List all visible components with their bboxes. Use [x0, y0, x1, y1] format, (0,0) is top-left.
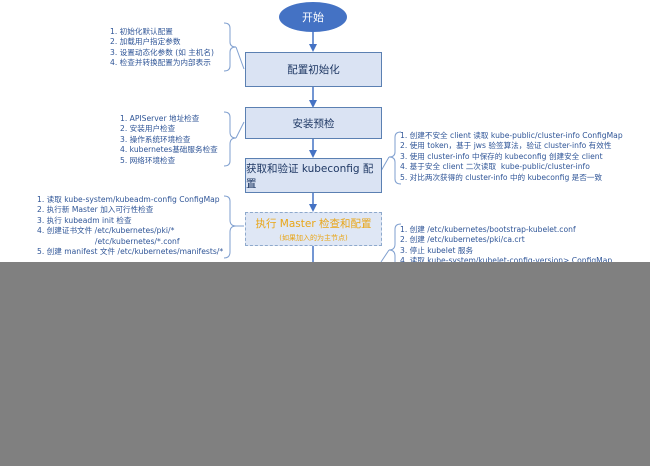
- note-line: 3. 停止 kubelet 服务: [400, 245, 474, 255]
- note-line: 1. 初始化默认配置: [110, 27, 173, 36]
- step-kubeconfig: 获取和验证 kubeconfig 配置: [245, 158, 382, 193]
- note-master: 1. 读取 kube-system/kubeadm-config ConfigM…: [37, 195, 223, 257]
- connector-kubeconfig: [380, 156, 390, 172]
- note-line: 1. 读取 kube-system/kubeadm-config ConfigM…: [37, 195, 220, 204]
- note-line: /etc/kubernetes/*.conf: [37, 236, 180, 246]
- brace-kubelet: [388, 223, 402, 270]
- note-line: 2. 执行新 Master 加入可行性检查: [37, 205, 154, 215]
- note-line: 4. 检查并转换配置为内部表示: [110, 58, 211, 68]
- step-preflight-label: 安装预检: [292, 117, 335, 130]
- note-preflight: 1. APIServer 地址检查 2. 安装用户检查 3. 操作系统环境检查 …: [120, 114, 218, 166]
- note-line: 3. 操作系统环境检查: [120, 134, 191, 144]
- note-line: 2. 创建 /etc/kubernetes/pki/ca.crt: [400, 235, 525, 245]
- step-kubeconfig-label: 获取和验证 kubeconfig 配置: [246, 162, 374, 190]
- step-config-init-label: 配置初始化: [287, 64, 340, 76]
- brace-config-init: [223, 22, 237, 72]
- note-kubelet: 1. 创建 /etc/kubernetes/bootstrap-kubelet.…: [400, 225, 612, 267]
- note-line: 2. 加载用户指定参数: [110, 37, 181, 47]
- step-preflight: 安装预检: [245, 107, 382, 139]
- note-line: 2. 使用 token，基于 jws 验签算法，验证 cluster-info …: [400, 141, 612, 151]
- note-line: 3. 执行 kubeadm init 检查: [37, 215, 132, 225]
- connector-kubelet: [380, 249, 390, 263]
- step-config-init: 配置初始化: [245, 52, 382, 87]
- brace-master: [223, 195, 237, 259]
- step-master-check: 执行 Master 检查和配置 (如果加入的为主节点): [245, 212, 382, 246]
- connector-preflight: [235, 121, 245, 139]
- note-kubeconfig: 1. 创建不安全 client 读取 kube-public/cluster-i…: [400, 131, 623, 183]
- note-line: 3. 使用 cluster-info 中保存的 kubeconfig 创建安全 …: [400, 151, 603, 161]
- note-line: 4. 基于安全 client 二次读取 kube-public/cluster-…: [400, 162, 590, 172]
- note-line: 1. APIServer 地址检查: [120, 114, 200, 123]
- step-master-check-sublabel: (如果加入的为主节点): [279, 233, 348, 242]
- note-line: 5. 创建 manifest 文件 /etc/kubernetes/manife…: [37, 247, 224, 257]
- note-line: 5. 对比两次获得的 cluster-info 中的 kubeconfig 是否…: [400, 172, 603, 182]
- note-line: 3. 设置动态化参数 (如 主机名): [110, 47, 214, 57]
- gray-overlay: [0, 262, 650, 466]
- brace-preflight: [223, 111, 237, 167]
- note-line: 4. 读取 kube-system/kubelet-config-version…: [400, 256, 613, 266]
- note-line: 2. 安装用户检查: [120, 124, 176, 134]
- start-node: 开始: [279, 2, 347, 32]
- step-master-check-label: 执行 Master 检查和配置: [255, 217, 372, 230]
- note-line: 5. 网络环境检查: [120, 155, 176, 165]
- note-line: 1. 创建不安全 client 读取 kube-public/cluster-i…: [400, 131, 623, 140]
- connector-config-init: [235, 46, 245, 70]
- note-line: 1. 创建 /etc/kubernetes/bootstrap-kubelet.…: [400, 225, 576, 234]
- note-line: 4. 创建证书文件 /etc/kubernetes/pki/*: [37, 226, 175, 236]
- note-config-init: 1. 初始化默认配置 2. 加载用户指定参数 3. 设置动态化参数 (如 主机名…: [110, 27, 214, 69]
- note-line: 4. kubernetes基础服务检查: [120, 145, 218, 155]
